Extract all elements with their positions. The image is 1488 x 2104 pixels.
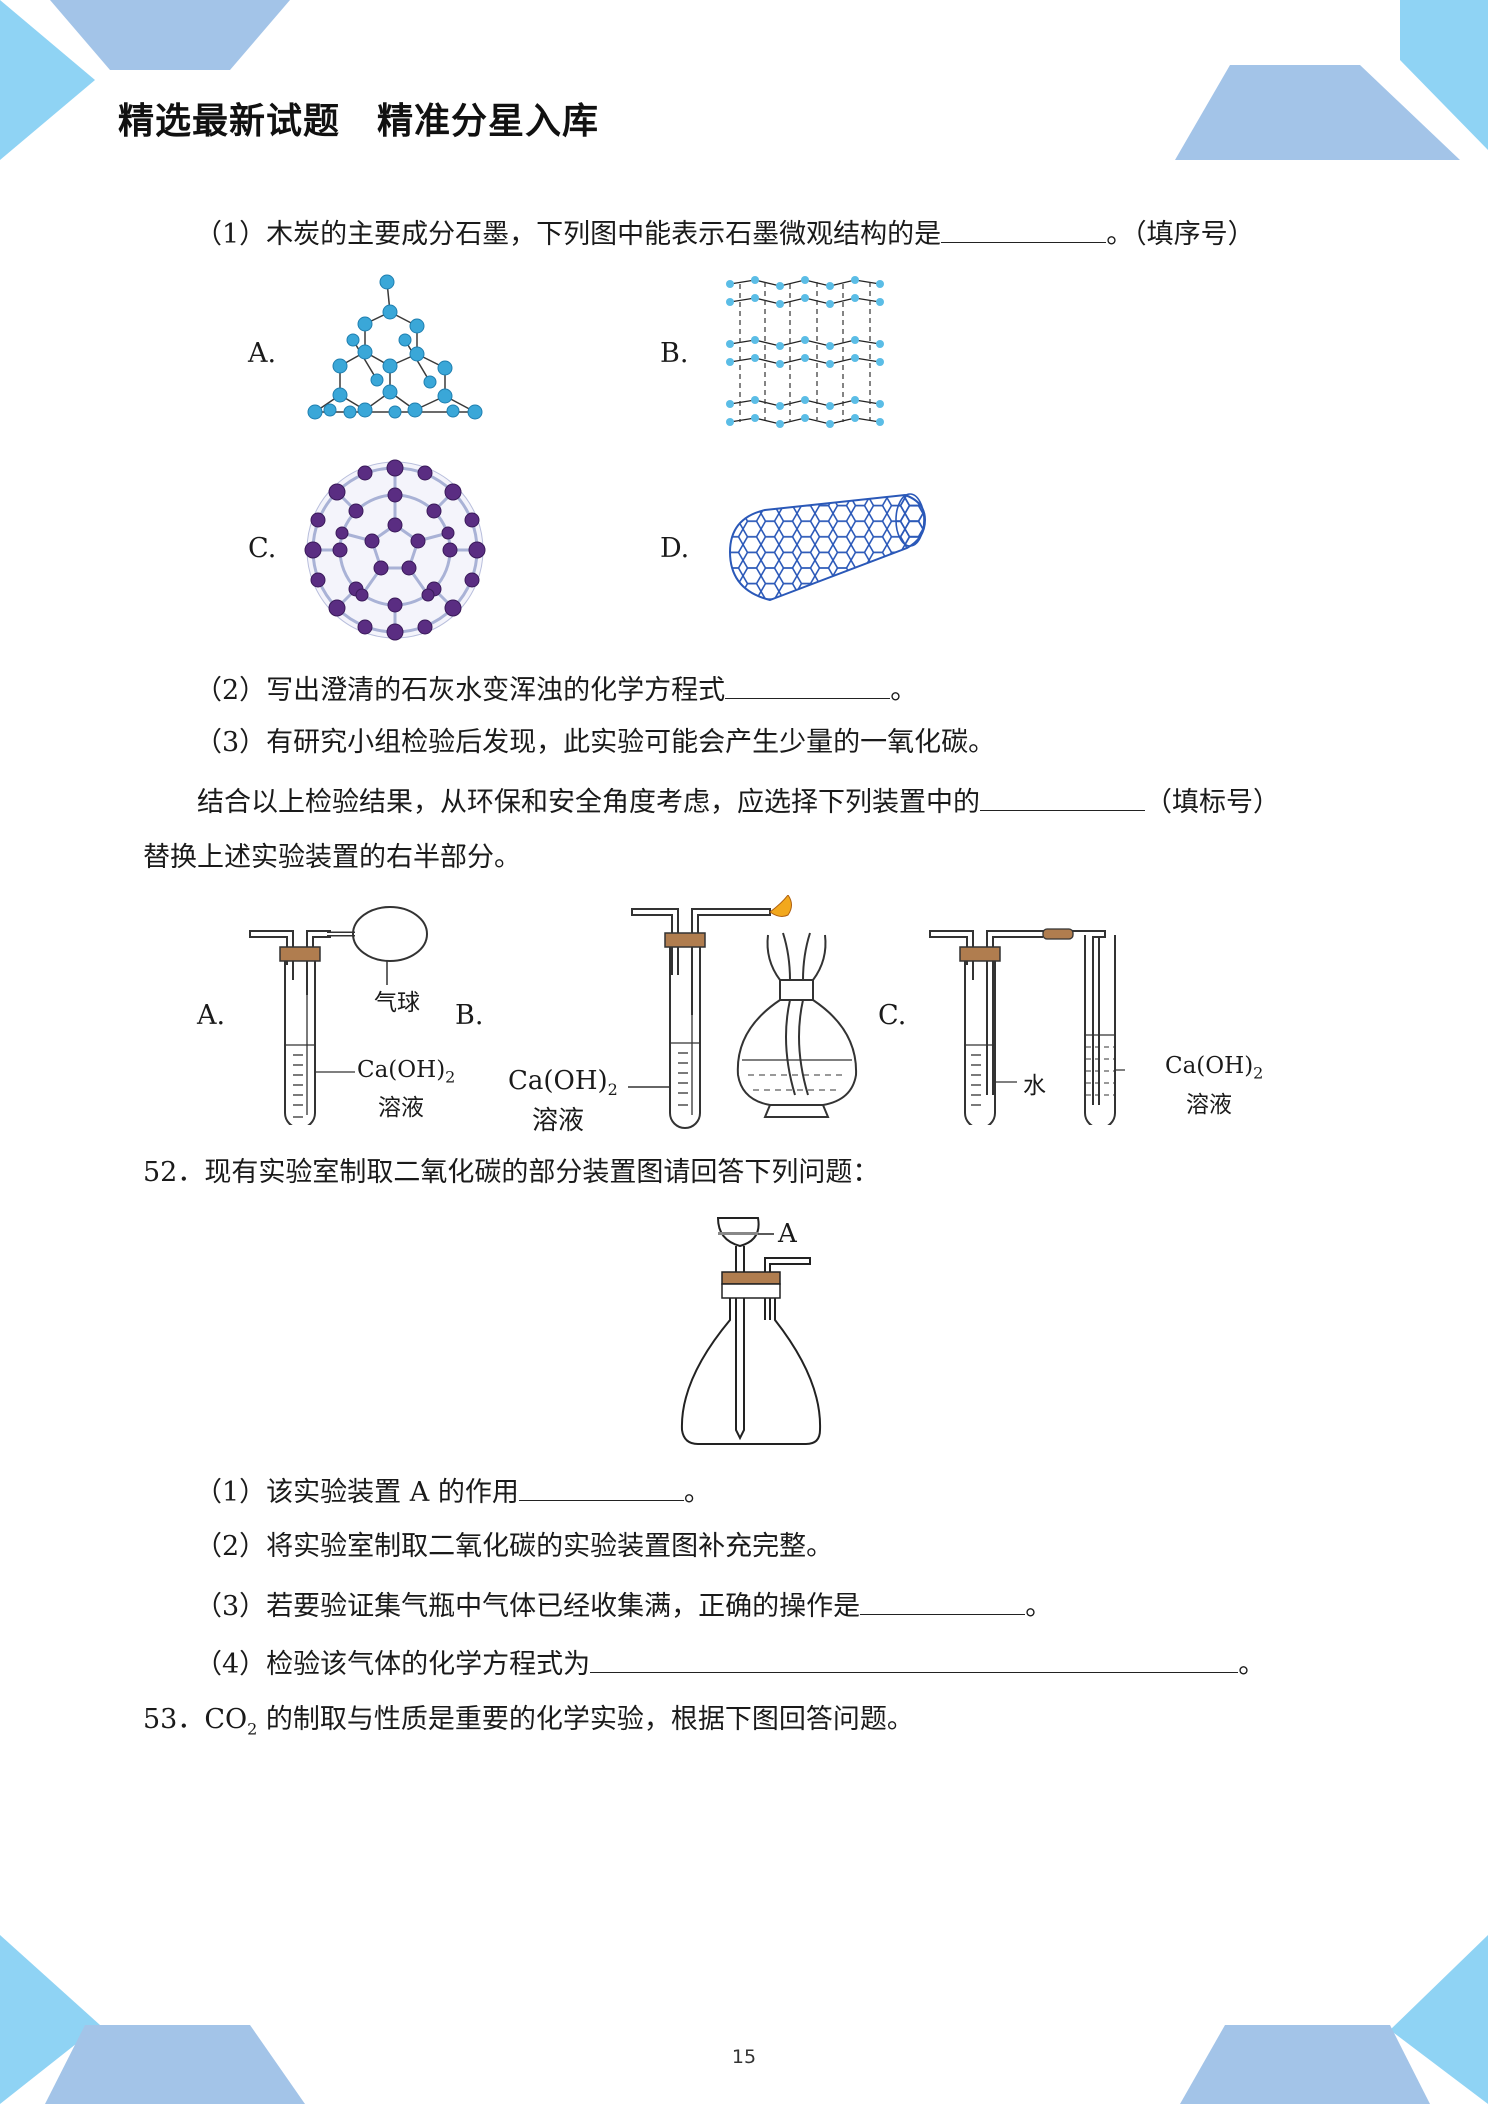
apparatus-c-solution-formula: Ca(OH)2	[1165, 1053, 1264, 1083]
answer-blank[interactable]	[590, 1642, 1239, 1673]
page-header-title: 精选最新试题 精准分星入库	[118, 101, 600, 142]
structure-option-d-label: D.	[660, 533, 690, 564]
answer-blank[interactable]	[860, 1584, 1026, 1615]
q52-sub1: （1）该实验装置 A 的作用。	[195, 1470, 711, 1513]
page-number: 15	[731, 2046, 757, 2068]
apparatus-a-solution-formula: Ca(OH)2	[357, 1057, 456, 1087]
q52-title: 52．现有实验室制取二氧化碳的部分装置图请回答下列问题：	[143, 1157, 880, 1188]
structure-option-c-label: C.	[248, 533, 277, 564]
q52-sub3: （3）若要验证集气瓶中气体已经收集满，正确的操作是。	[195, 1584, 1052, 1627]
q51-combine: 结合以上检验结果，从环保和安全角度考虑，应选择下列装置中的（填标号）	[197, 780, 1280, 823]
q51-replace: 替换上述实验装置的右半部分。	[143, 842, 521, 873]
co2-generator-flask-diagram	[680, 1217, 822, 1445]
q52-sub4: （4）检验该气体的化学方程式为。	[195, 1642, 1265, 1685]
answer-blank[interactable]	[518, 1470, 684, 1501]
apparatus-option-a-label: A.	[197, 1000, 226, 1031]
graphite-structure-diagram	[726, 276, 884, 428]
apparatus-option-c-label: C.	[878, 1000, 907, 1031]
water-label: 水	[1023, 1073, 1046, 1099]
diamond-structure-diagram	[307, 274, 483, 420]
answer-blank[interactable]	[980, 780, 1145, 811]
apparatus-b-solution-label: 溶液	[532, 1106, 585, 1136]
apparatus-b-solution-formula: Ca(OH)2	[508, 1066, 618, 1100]
q51-sub1: （1）木炭的主要成分石墨，下列图中能表示石墨微观结构的是。（填序号）	[195, 212, 1255, 255]
apparatus-c-solution-label: 溶液	[1186, 1092, 1232, 1118]
funnel-label-a: A	[778, 1219, 797, 1249]
nanotube-structure-diagram	[728, 493, 927, 602]
structure-option-a-label: A.	[248, 338, 277, 369]
q51-sub2: （2）写出澄清的石灰水变浑浊的化学方程式。	[195, 668, 917, 711]
apparatus-a-solution-label: 溶液	[378, 1095, 424, 1121]
answer-blank[interactable]	[725, 668, 891, 699]
structure-option-b-label: B.	[660, 338, 689, 369]
answer-blank[interactable]	[941, 212, 1107, 243]
apparatus-a-balloon-diagram	[249, 906, 428, 1125]
q51-sub3: （3）有研究小组检验后发现，此实验可能会产生少量的一氧化碳。	[195, 727, 996, 758]
q53-title: 53．CO2 的制取与性质是重要的化学实验，根据下图回答问题。	[143, 1704, 914, 1739]
q52-sub2: （2）将实验室制取二氧化碳的实验装置图补充完整。	[195, 1531, 834, 1562]
fullerene-structure-diagram	[304, 459, 486, 641]
apparatus-b-burner-diagram	[628, 895, 858, 1129]
apparatus-c-two-tube-diagram	[929, 928, 1125, 1125]
balloon-label: 气球	[374, 990, 420, 1016]
apparatus-option-b-label: B.	[455, 1000, 484, 1031]
